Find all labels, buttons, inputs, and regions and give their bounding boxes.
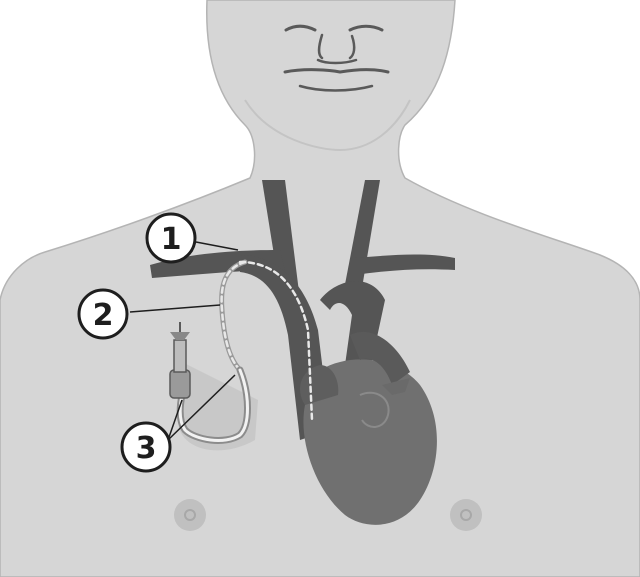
callout-1: 1 bbox=[147, 214, 195, 262]
callout-3: 3 bbox=[122, 423, 170, 471]
right-nipple bbox=[174, 499, 206, 531]
callout-1-label: 1 bbox=[161, 222, 182, 257]
callout-2: 2 bbox=[79, 290, 127, 338]
callout-3-label: 3 bbox=[136, 431, 157, 466]
port-connector bbox=[174, 340, 186, 372]
callout-2-label: 2 bbox=[93, 298, 114, 333]
left-nipple bbox=[450, 499, 482, 531]
port-body bbox=[170, 370, 190, 398]
